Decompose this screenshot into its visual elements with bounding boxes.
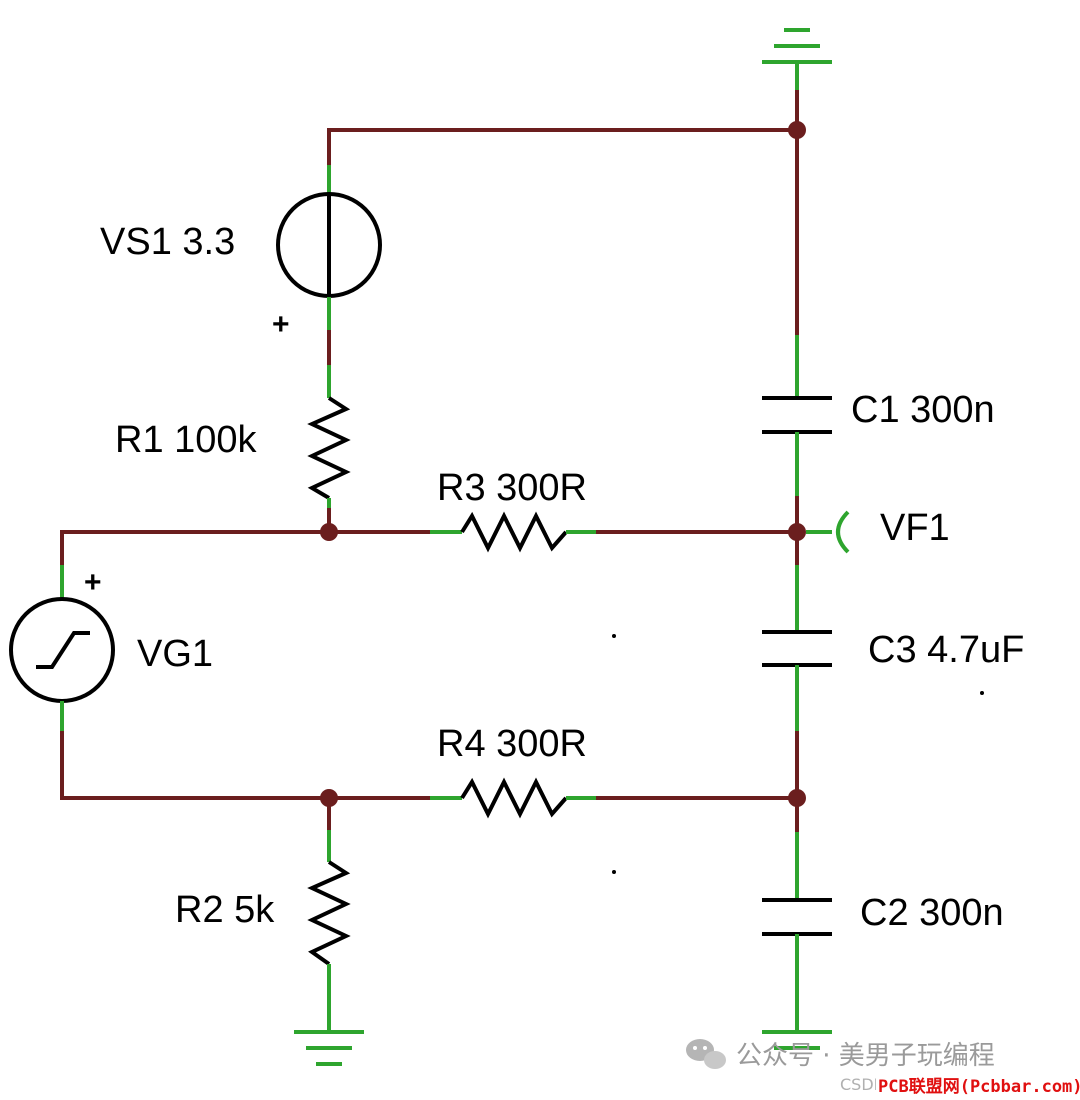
junction-top-right <box>788 121 806 139</box>
junction-c3-c2 <box>788 789 806 807</box>
wechat-icon <box>686 1039 726 1069</box>
vg1-plus-sign: + <box>84 566 102 599</box>
csdn-watermark: CSDN <box>840 1075 886 1094</box>
r3-label: R3 300R <box>437 467 587 509</box>
vg1-source <box>9 565 115 733</box>
vs1-plus-sign: + <box>272 308 290 341</box>
vs1-label: VS1 3.3 <box>100 221 235 263</box>
vs1-source <box>276 165 382 332</box>
c3-label: C3 4.7uF <box>868 629 1024 671</box>
junction-vf1 <box>788 523 806 541</box>
vf1-probe <box>806 510 850 554</box>
grid-dot <box>612 870 616 874</box>
r4-resistor <box>430 777 598 819</box>
ground-bottom-left <box>294 1030 364 1066</box>
wechat-watermark: 公众号 · 美男子玩编程 <box>736 1041 995 1071</box>
c1-capacitor <box>762 335 832 498</box>
r1-label: R1 100k <box>115 419 258 461</box>
r2-label: R2 5k <box>175 889 275 931</box>
r3-resistor <box>430 511 598 553</box>
ground-bottom-right <box>762 1030 832 1050</box>
pcbbar-watermark-bg <box>876 1074 1080 1098</box>
pcbbar-watermark: PCB联盟网(Pcbbar.com) <box>878 1077 1080 1097</box>
r1-resistor <box>307 365 351 510</box>
c3-capacitor <box>762 565 832 733</box>
c2-label: C2 300n <box>860 892 1004 934</box>
r4-label: R4 300R <box>437 723 587 765</box>
grid-dot <box>612 634 616 638</box>
vg1-label: VG1 <box>137 633 213 675</box>
c1-label: C1 300n <box>851 389 995 431</box>
c2-capacitor <box>762 832 832 1032</box>
grid-dot <box>980 691 984 695</box>
junction-r1-r3 <box>320 523 338 541</box>
ground-top <box>762 28 832 92</box>
vf1-label: VF1 <box>880 507 950 549</box>
r2-resistor <box>307 830 351 1032</box>
